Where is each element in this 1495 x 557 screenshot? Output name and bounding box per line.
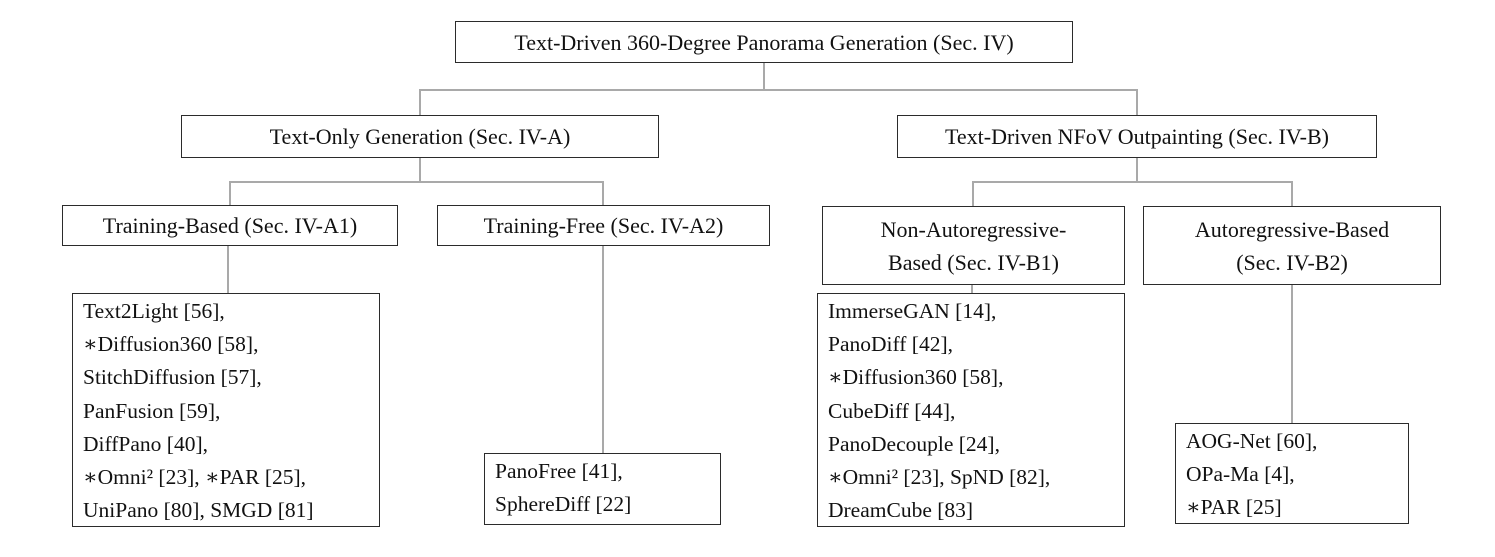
leaf-non-autoregressive-methods: ImmerseGAN [14], PanoDiff [42], ∗Diffusi… <box>817 293 1125 527</box>
leaf-line: StitchDiffusion [57], <box>83 365 262 390</box>
leaf-line: ∗Omni² [23], SpND [82], <box>828 465 1051 490</box>
leaf-line: ∗PAR [25] <box>1186 495 1282 520</box>
leaf-line: DreamCube [83] <box>828 498 974 523</box>
node-non-autoregressive-based: Non-Autoregressive- Based (Sec. IV-B1) <box>822 206 1125 285</box>
leaf-line: OPa-Ma [4], <box>1186 462 1295 487</box>
leaf-line: PanoDecouple [24], <box>828 431 1000 456</box>
node-training-based-label: Training-Based (Sec. IV-A1) <box>102 213 358 238</box>
leaf-line: DiffPano [40], <box>83 431 209 456</box>
node-autoregressive-based: Autoregressive-Based (Sec. IV-B2) <box>1143 206 1441 285</box>
node-text-only-generation: Text-Only Generation (Sec. IV-A) <box>181 115 659 158</box>
node-root-label: Text-Driven 360-Degree Panorama Generati… <box>514 29 1014 55</box>
leaf-line: SphereDiff [22] <box>495 492 632 517</box>
leaf-line: UniPano [80], SMGD [81] <box>83 498 314 523</box>
leaf-line: Text2Light [56], <box>83 299 225 323</box>
node-autoregressive-label-line1: Autoregressive-Based <box>1194 216 1390 242</box>
leaf-line: AOG-Net [60], <box>1186 429 1318 453</box>
leaf-line: PanoFree [41], <box>495 459 623 483</box>
node-text-only-label: Text-Only Generation (Sec. IV-A) <box>269 124 571 149</box>
node-root-panorama-generation: Text-Driven 360-Degree Panorama Generati… <box>455 21 1073 63</box>
leaf-training-free-methods: PanoFree [41], SphereDiff [22] <box>484 453 721 525</box>
node-nfov-label: Text-Driven NFoV Outpainting (Sec. IV-B) <box>944 124 1330 149</box>
leaf-training-based-methods: Text2Light [56], ∗Diffusion360 [58], Sti… <box>72 293 380 527</box>
node-non-autoregressive-label-line2: Based (Sec. IV-B1) <box>888 249 1059 275</box>
node-nfov-outpainting: Text-Driven NFoV Outpainting (Sec. IV-B) <box>897 115 1377 158</box>
node-training-based: Training-Based (Sec. IV-A1) <box>62 205 398 246</box>
leaf-line: CubeDiff [44], <box>828 398 956 423</box>
leaf-line: ImmerseGAN [14], <box>828 299 997 323</box>
node-non-autoregressive-label-line1: Non-Autoregressive- <box>880 216 1067 242</box>
leaf-line: ∗Diffusion360 [58], <box>83 332 259 357</box>
leaf-line: PanoDiff [42], <box>828 332 954 357</box>
node-autoregressive-label-line2: (Sec. IV-B2) <box>1236 249 1348 275</box>
node-training-free: Training-Free (Sec. IV-A2) <box>437 205 770 246</box>
node-training-free-label: Training-Free (Sec. IV-A2) <box>483 213 724 238</box>
leaf-line: ∗Omni² [23], ∗PAR [25], <box>83 465 307 490</box>
leaf-line: ∗Diffusion360 [58], <box>828 365 1004 390</box>
leaf-line: PanFusion [59], <box>83 398 221 423</box>
leaf-autoregressive-methods: AOG-Net [60], OPa-Ma [4], ∗PAR [25] <box>1175 423 1409 524</box>
